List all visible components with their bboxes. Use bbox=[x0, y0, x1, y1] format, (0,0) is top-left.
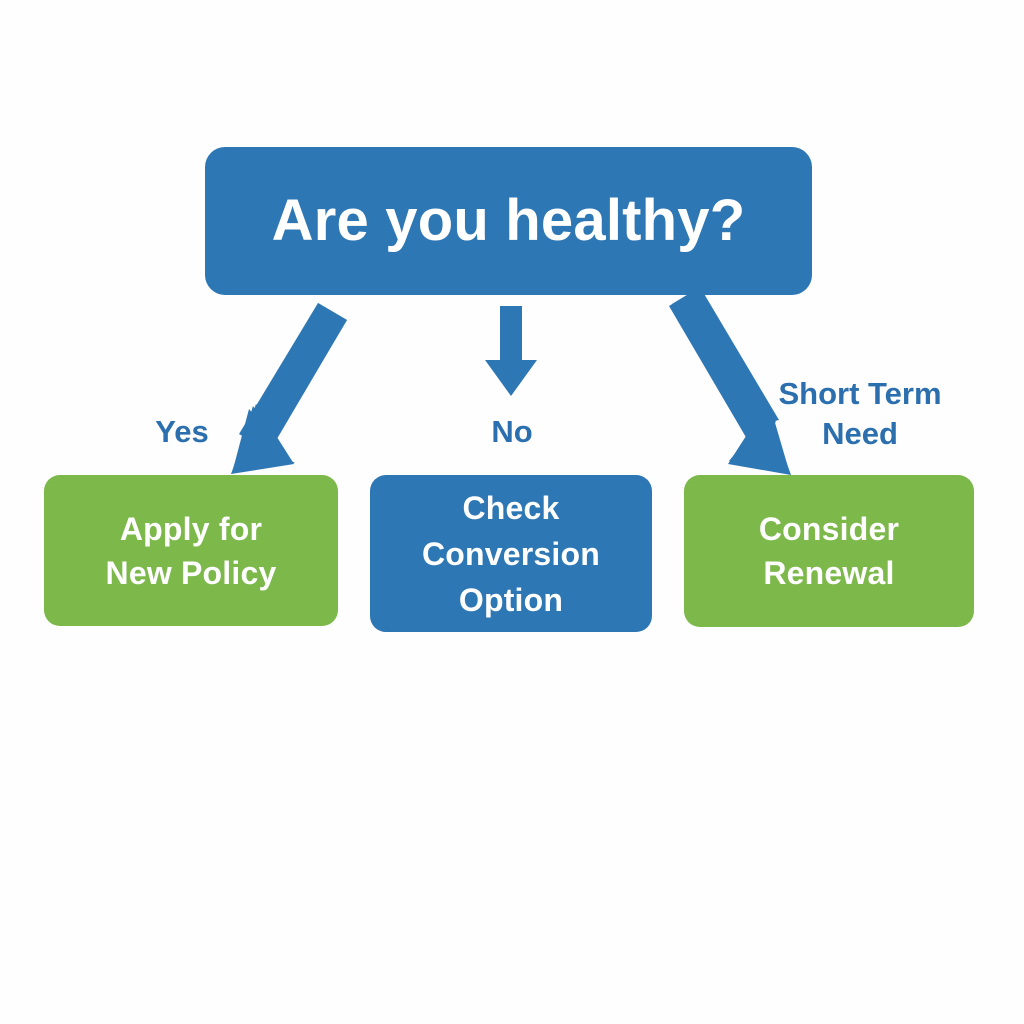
arrow-no bbox=[485, 306, 537, 396]
node-root-label: Are you healthy? bbox=[271, 188, 746, 253]
arrow-yes bbox=[231, 303, 347, 474]
edge-label-no: No bbox=[491, 414, 533, 449]
node-apply-new-policy[interactable]: Apply for New Policy bbox=[44, 475, 338, 626]
edge-label-yes: Yes bbox=[155, 414, 209, 449]
arrow-short-term bbox=[669, 287, 791, 475]
node-apply-label: Apply for New Policy bbox=[105, 510, 277, 591]
node-conversion-label: Check Conversion Option bbox=[421, 489, 601, 618]
node-consider-renewal[interactable]: Consider Renewal bbox=[684, 475, 974, 627]
edge-label-short-term-need: Short Term Need bbox=[778, 376, 942, 451]
node-renewal-label: Consider Renewal bbox=[758, 511, 900, 591]
node-root-question[interactable]: Are you healthy? bbox=[205, 147, 812, 295]
node-check-conversion-option[interactable]: Check Conversion Option bbox=[370, 475, 652, 632]
